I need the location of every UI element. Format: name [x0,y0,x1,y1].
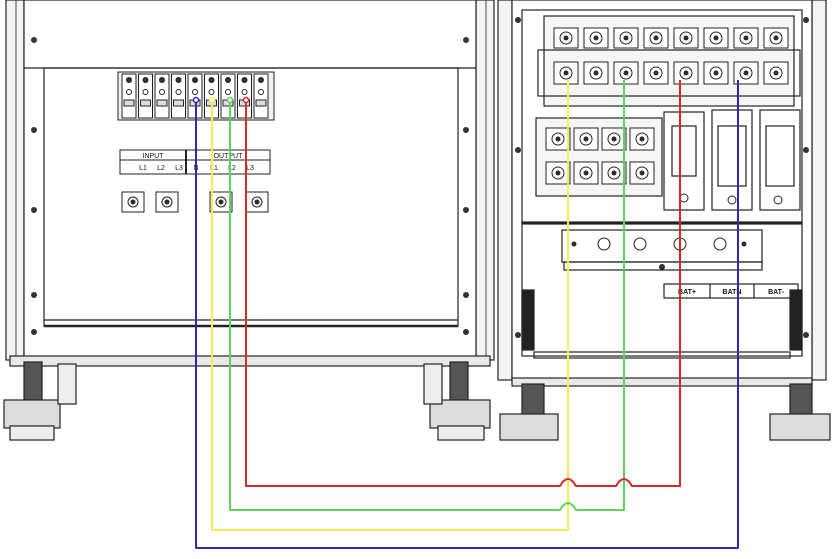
terminal-cell [171,73,186,119]
terminal-cell [237,73,252,119]
terminal-cell [220,73,236,119]
wires [195,80,739,549]
right-battery-bolts [679,193,783,205]
wire-l3 [245,80,681,487]
wire-ends [192,96,250,104]
battery-label-positive: BAT+ [678,289,696,296]
input-terminal-l3: L3 [175,165,183,172]
output-label: OUTPUT [214,153,244,160]
wire-l2 [229,80,625,511]
terminal-cell [154,73,170,119]
output-terminal-l2: L2 [228,165,236,172]
right-upper-breakers [553,27,789,85]
right-bus-bolts [571,237,747,270]
wire-neutral [195,80,739,549]
battery-label-negative: BAT- [768,289,784,296]
left-cabinet [3,0,495,441]
wire-l1 [211,80,569,531]
terminal-cell [253,73,269,119]
output-terminal-l1: L1 [210,165,218,172]
output-terminal-l3: L3 [246,165,254,172]
input-terminal-l1: L1 [139,165,147,172]
input-label: INPUT [143,153,165,160]
input-terminal-l2: L2 [157,165,165,172]
left-ground-studs [121,191,269,213]
terminal-cell [138,73,153,119]
terminal-cell [121,73,137,119]
battery-label-neutral: BATN [723,289,742,296]
right-middle-terminals [545,127,655,185]
left-terminal-block [117,71,275,121]
